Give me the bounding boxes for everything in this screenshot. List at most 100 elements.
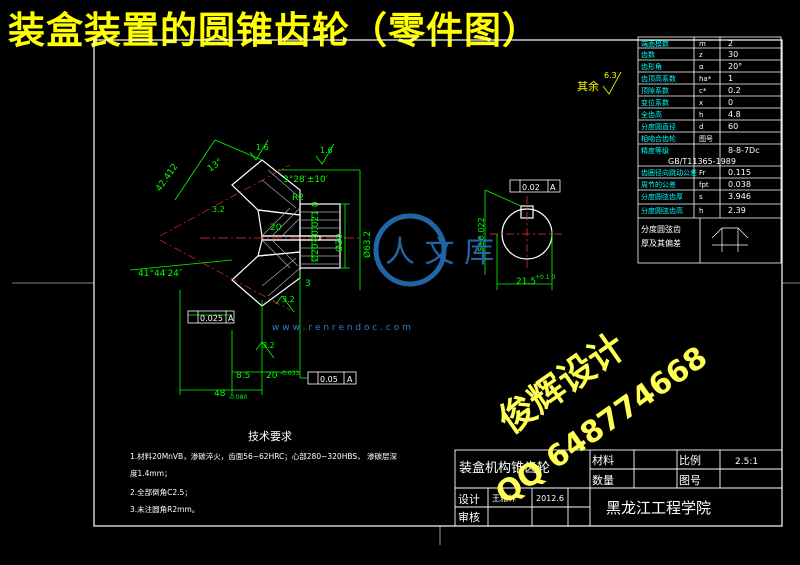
param-name: 周节的公差 <box>641 180 676 189</box>
dim-d30: Ø30 <box>334 233 345 252</box>
tech-line-3: 3.未注圆角R2mm。 <box>130 504 199 514</box>
section-hatching <box>261 169 340 297</box>
param-value: 2.39 <box>728 206 746 215</box>
part-name: 装盒机构锥齿轮 <box>459 460 550 476</box>
param-value: 2 <box>728 39 733 48</box>
param-symbol: x <box>699 99 703 107</box>
tech-line-1: 1.材料20MnVB，渗碳淬火，齿面56~62HRC；心部280~320HBS，… <box>130 451 397 461</box>
tooth-thickness-sketch <box>711 227 749 252</box>
dim-len-48: 48 <box>214 389 226 399</box>
param-symbol: fpt <box>699 181 709 189</box>
param-name: 齿形角 <box>641 62 662 71</box>
dim-radius: R2 <box>292 193 304 203</box>
page-title: 装盒装置的圆锥齿轮（零件图） <box>8 9 540 52</box>
design-label: 设计 <box>458 493 480 506</box>
tech-line-2: 2.全部倒角C2.5； <box>130 487 192 497</box>
roughness-marks: 1.6 1.6 3.2 3.2 3.2 <box>212 143 333 350</box>
param-symbol: m <box>699 40 706 48</box>
review-label: 审核 <box>458 510 480 524</box>
drawing-no-label: 图号 <box>679 474 701 487</box>
dim-bore: Ø20+0.021 0 <box>310 201 321 262</box>
param-value: 1 <box>728 74 733 83</box>
roughness-32a: 3.2 <box>282 295 295 304</box>
param-name: 分度圆弦齿高 <box>641 206 683 215</box>
param-name: 分度圆直径 <box>641 122 676 131</box>
qty-label: 数量 <box>592 474 614 487</box>
dim-d63: Ø63.2 <box>362 231 373 258</box>
dim-len-48-tol: -0.080 <box>228 394 248 401</box>
tol-perp-ref: A <box>347 375 353 384</box>
tol-runout-ref: A <box>228 314 234 323</box>
dim-angle-left: 41°44′24″ <box>138 269 183 279</box>
material-label: 材料 <box>592 453 614 467</box>
param-value: 0 <box>728 98 733 107</box>
param-symbol: Fr <box>699 169 706 177</box>
roughness-32b: 3.2 <box>262 341 275 350</box>
upper-tooth-outline <box>231 159 301 216</box>
param-value: 20° <box>728 62 742 71</box>
dim-len-20-tol: -0.033 <box>280 370 300 377</box>
watermark-url: w w w . r e n r e n d o c . c o m <box>272 323 411 333</box>
title-block-grid <box>454 449 783 527</box>
watermark-logo: 人 文 库 <box>373 213 494 287</box>
param-value: 0.2 <box>728 86 741 95</box>
param-name: 全齿高 <box>641 110 662 119</box>
param-value: 0.115 <box>728 168 751 177</box>
param-symbol: 图号 <box>699 135 713 143</box>
tech-line-1b: 度1.4mm； <box>130 468 172 478</box>
param-symbol: h <box>699 207 703 215</box>
tol-perp-value: 0.05 <box>320 375 338 384</box>
surface-note-symbol <box>602 71 622 95</box>
param-bottom-label-2: 厚及其偏差 <box>641 238 681 248</box>
param-name: 齿顶高系数 <box>641 74 676 83</box>
tol-frame-runout <box>187 310 235 324</box>
keyway-dims <box>484 189 553 290</box>
param-symbol: ha* <box>699 75 712 83</box>
param-name: 齿数 <box>641 50 655 59</box>
param-table-grid <box>637 36 782 264</box>
param-bottom-label-1: 分度圆弦齿 <box>641 224 681 234</box>
param-symbol: z <box>699 51 703 59</box>
school-name: 黑龙江工程学院 <box>606 499 711 517</box>
dimension-lines <box>129 139 361 395</box>
scale-value: 2.5:1 <box>735 457 758 467</box>
dim-20: 20 <box>270 223 282 233</box>
roughness-16b: 1.6 <box>320 146 333 155</box>
date: 2012.6 <box>536 494 564 503</box>
dim-slant: 42.412 <box>154 162 180 194</box>
dim-angle-a: 3°28′±10′ <box>283 175 328 185</box>
param-name: 分度圆弦齿厚 <box>641 192 683 201</box>
dim-small-3: 3 <box>305 279 311 289</box>
dim-angle-13: 13° <box>206 157 225 174</box>
tech-heading: 技术要求 <box>248 430 292 443</box>
roughness-symbols <box>249 139 335 359</box>
param-value: 0.038 <box>728 180 751 189</box>
param-value: 3.946 <box>728 192 751 201</box>
keyway-depth: 21.5 <box>516 277 536 287</box>
tol-frame-sym <box>509 179 561 193</box>
tol-sym-value: 0.02 <box>522 183 540 192</box>
keyway-depth-tol: +0.1 0 <box>535 274 555 281</box>
param-value: 60 <box>728 122 738 131</box>
designer: 王雅林 <box>492 493 516 503</box>
param-value: 4.8 <box>728 110 741 119</box>
pitch-line-lower <box>159 239 291 311</box>
param-symbol: α <box>699 63 704 71</box>
param-name: 精度等级 <box>641 146 669 155</box>
param-symbol: d <box>699 123 703 131</box>
scale-label: 比例 <box>679 453 701 467</box>
tol-frame-perp <box>307 371 357 385</box>
surface-note-value: 6.3 <box>604 71 617 80</box>
param-name: 变位系数 <box>641 98 669 107</box>
param-name: 顶隙系数 <box>641 86 669 95</box>
param-name: 相啮合齿轮 <box>641 134 676 143</box>
roughness-16a: 1.6 <box>256 143 269 152</box>
param-name: 齿圈径向跳动公差 <box>641 168 697 177</box>
param-symbol: s <box>699 193 703 201</box>
param-value: 8-8-7Dc <box>728 146 760 155</box>
dim-len-85: 8.5 <box>236 371 250 381</box>
param-value: GB/T11365-1989 <box>668 157 736 166</box>
tol-runout-value: 0.025 <box>200 314 223 323</box>
